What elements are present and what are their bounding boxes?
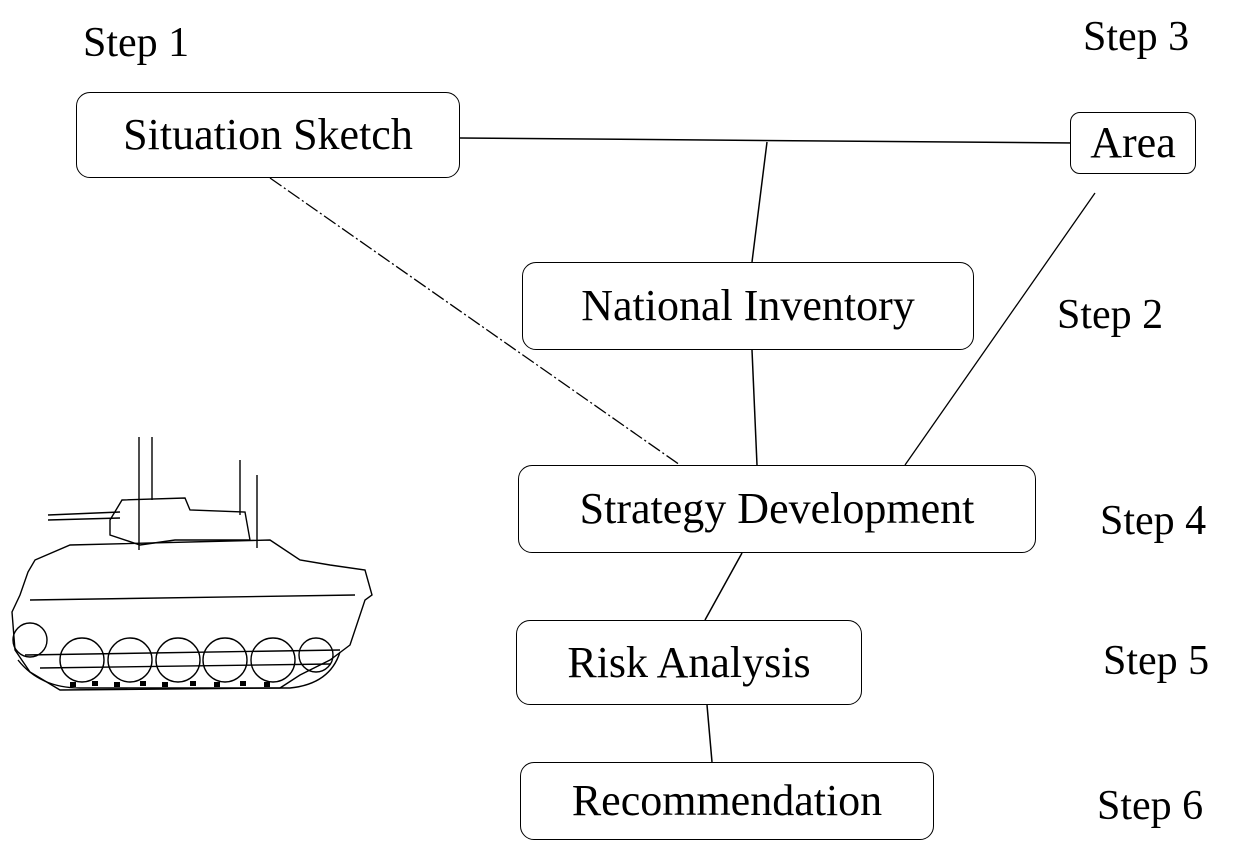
step-3-label: Step 3: [1083, 14, 1190, 60]
recommendation-node: Recommendation: [520, 762, 934, 840]
area-node: Area: [1070, 112, 1196, 174]
connector-inventory-strategy: [751, 349, 758, 466]
connector-situation-area: [459, 137, 1076, 144]
strategy-development-node: Strategy Development: [518, 465, 1036, 553]
connector-risk-recommendation: [706, 704, 713, 763]
armored-vehicle-icon: [11, 437, 373, 691]
step-2-label: Step 2: [1057, 292, 1164, 338]
step-1-label: Step 1: [83, 20, 190, 66]
connector-strategy-risk: [704, 552, 743, 621]
risk-analysis-node: Risk Analysis: [516, 620, 862, 705]
situation-sketch-node: Situation Sketch: [76, 92, 460, 178]
step-6-label: Step 6: [1097, 783, 1204, 829]
step-5-label: Step 5: [1103, 638, 1210, 684]
connector-top-inventory: [751, 141, 768, 263]
national-inventory-node: National Inventory: [522, 262, 974, 350]
connector-area-strategy: [904, 192, 1096, 466]
step-4-label: Step 4: [1100, 498, 1207, 544]
connector-situation-strategy: [269, 177, 681, 466]
